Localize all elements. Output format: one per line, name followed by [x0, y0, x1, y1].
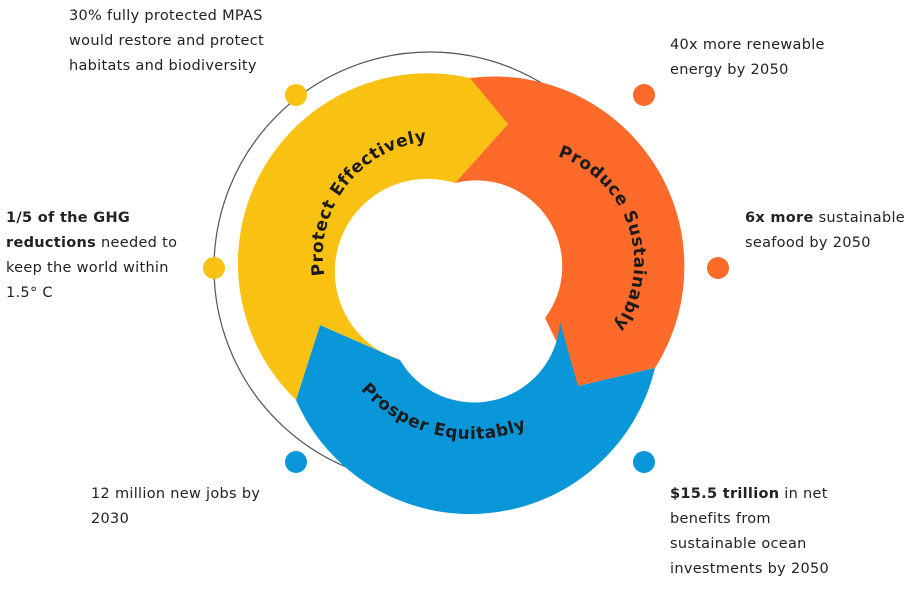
callout-line: 12 million new jobs by: [91, 486, 261, 502]
callout-line: seafood by 2050: [745, 235, 871, 251]
callout-line: keep the world within: [6, 260, 169, 276]
callout-line: investments by 2050: [670, 561, 830, 577]
dot-top-right: [633, 84, 655, 106]
callout-bottom-left: 12 million new jobs by 2030: [91, 482, 260, 532]
callout-line: habitats and biodiversity: [69, 58, 257, 74]
dot-mid-left: [203, 257, 225, 279]
dot-bottom-left: [285, 451, 307, 473]
callout-mid-left: 1/5 of the GHG reductions needed to keep…: [6, 206, 177, 306]
callout-line: 1.5° C: [6, 285, 53, 301]
callout-text: in net: [779, 486, 828, 502]
callout-bold: 1/5 of the GHG: [6, 210, 131, 226]
callout-top-left: 30% fully protected MPAS would restore a…: [69, 4, 264, 79]
dot-bottom-right: [633, 451, 655, 473]
callout-line: 6x more sustainable: [745, 206, 905, 231]
callout-line: 2030: [91, 511, 130, 527]
callout-line: $15.5 trillion in net: [670, 482, 829, 507]
callout-line: energy by 2050: [670, 62, 789, 78]
callout-line: reductions needed to: [6, 231, 177, 256]
callout-bottom-right: $15.5 trillion in net benefits from sust…: [670, 482, 829, 582]
produce-sustainably-segment: [455, 76, 685, 386]
callout-line: 1/5 of the GHG: [6, 206, 177, 231]
prosper-equitably-segment: [296, 322, 655, 515]
callout-top-right: 40x more renewable energy by 2050: [670, 33, 825, 83]
callout-line: 40x more renewable: [670, 37, 825, 53]
callout-bold: $15.5 trillion: [670, 486, 780, 502]
callout-text: needed to: [96, 235, 178, 251]
callout-line: 30% fully protected MPAS: [69, 8, 263, 24]
callout-bold: reductions: [6, 235, 97, 251]
callout-line: sustainable ocean: [670, 536, 807, 552]
callout-line: benefits from: [670, 511, 771, 527]
dot-top-left: [285, 84, 307, 106]
dot-mid-right: [707, 257, 729, 279]
callout-mid-right: 6x more sustainable seafood by 2050: [745, 206, 905, 256]
callout-text: sustainable: [813, 210, 905, 226]
callout-bold: 6x more: [745, 210, 814, 226]
callout-line: would restore and protect: [69, 33, 264, 49]
protect-effectively-segment: [237, 73, 508, 400]
